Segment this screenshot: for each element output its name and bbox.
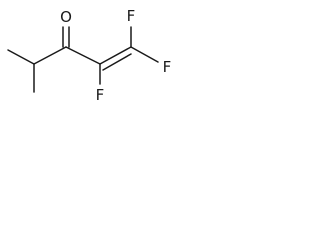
fluorine-top-atom-label: F (127, 7, 136, 25)
oxygen-atom-label: O (60, 8, 72, 26)
bond-cf2-to-fluorine-right (130, 46, 159, 63)
chemical-structure: O F F F (7, 7, 172, 104)
bond-ch-to-carbonyl (33, 46, 67, 65)
bond-methyl-top-to-ch (7, 49, 35, 65)
bond-cc-double-inner (102, 53, 132, 71)
fluorine-right-atom-label: F (163, 58, 172, 76)
bond-carbonyl-to-cf (65, 46, 101, 65)
bond-cc-double-outer (99, 46, 132, 65)
fluorine-bottom-atom-label: F (96, 86, 105, 104)
